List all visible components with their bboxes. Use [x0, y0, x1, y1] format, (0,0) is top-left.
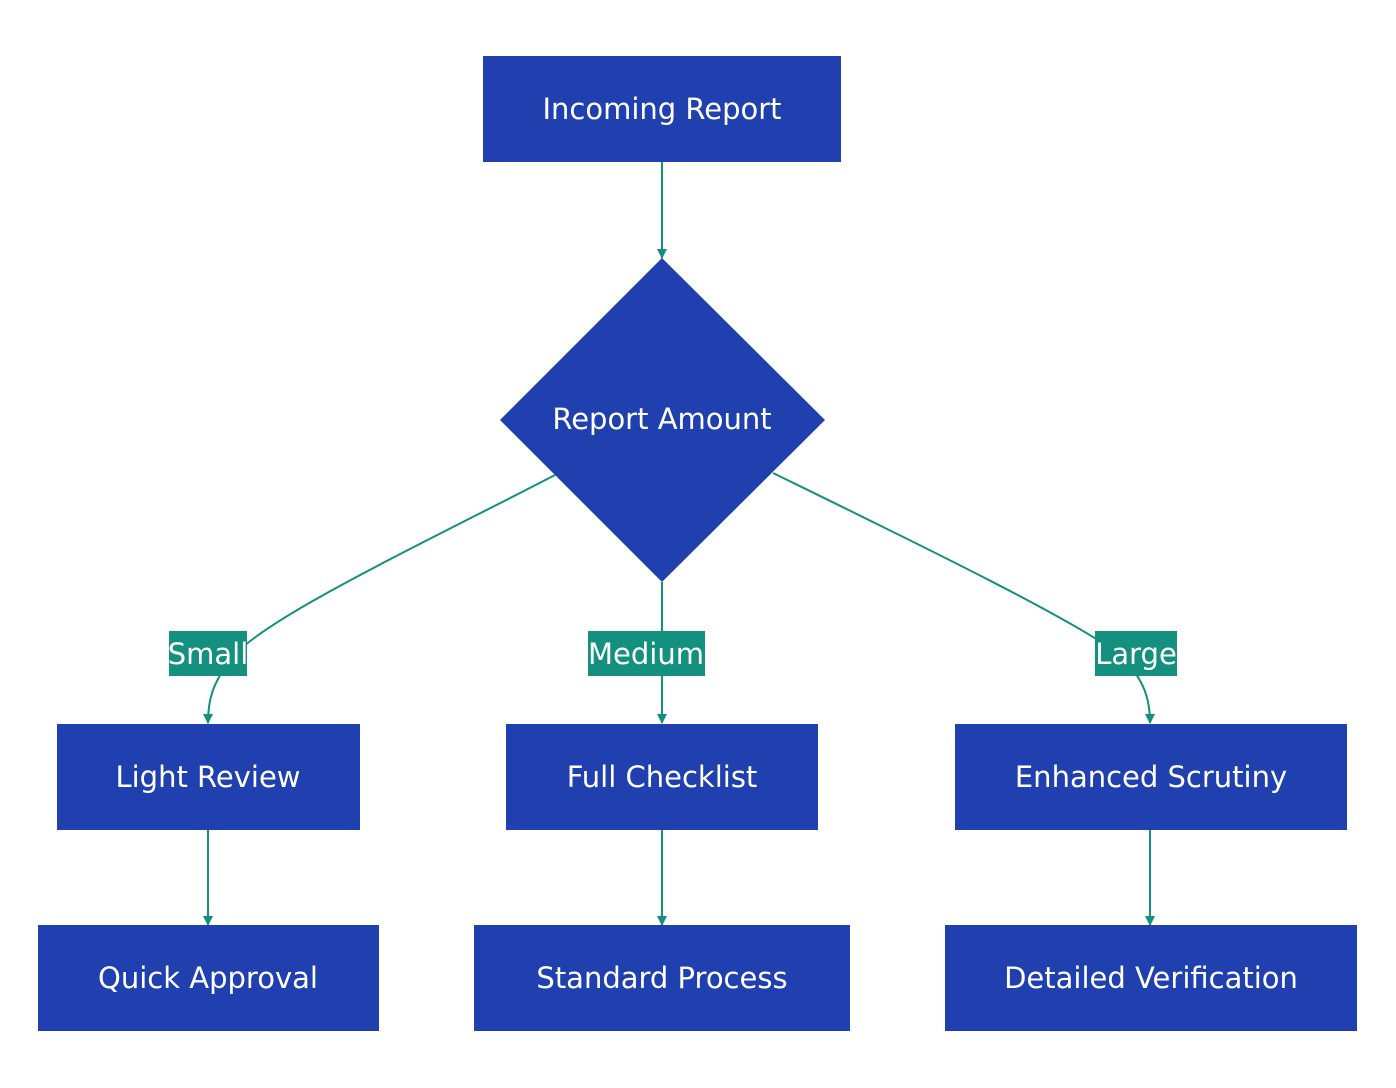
node-report-amount-label: Report Amount: [552, 402, 771, 436]
edge-label-large-text: Large: [1095, 637, 1177, 671]
node-detailed-verification-label: Detailed Verification: [1004, 961, 1298, 995]
node-standard-process: Standard Process: [474, 925, 850, 1031]
node-light-review-box: [57, 724, 360, 830]
edge-label-medium: Medium: [588, 631, 705, 676]
edge-label-large-bg: [1095, 631, 1177, 676]
node-incoming-report: Incoming Report: [483, 56, 841, 162]
node-full-checklist-label: Full Checklist: [567, 760, 758, 794]
node-report-amount: Report Amount: [500, 258, 825, 582]
node-standard-process-label: Standard Process: [536, 961, 787, 995]
node-detailed-verification-box: [945, 925, 1357, 1031]
edge-label-medium-text: Medium: [588, 637, 704, 671]
node-incoming-report-box: [483, 56, 841, 162]
edges: [203, 162, 1155, 926]
node-enhanced-scrutiny-label: Enhanced Scrutiny: [1015, 760, 1287, 794]
edge-label-small-text: Small: [168, 637, 249, 671]
node-full-checklist: Full Checklist: [506, 724, 818, 830]
node-report-amount-diamond: [500, 258, 825, 582]
node-quick-approval-label: Quick Approval: [98, 961, 318, 995]
node-enhanced-scrutiny: Enhanced Scrutiny: [955, 724, 1347, 830]
node-quick-approval: Quick Approval: [38, 925, 379, 1031]
edge-amount-to-enhanced-scrutiny: [772, 472, 1155, 724]
node-light-review-label: Light Review: [115, 760, 300, 794]
node-full-checklist-box: [506, 724, 818, 830]
node-enhanced-scrutiny-box: [955, 724, 1347, 830]
edge-label-small-bg: [169, 631, 247, 676]
node-detailed-verification: Detailed Verification: [945, 925, 1357, 1031]
node-light-review: Light Review: [57, 724, 360, 830]
node-quick-approval-box: [38, 925, 379, 1031]
edge-amount-to-light-review: [203, 474, 556, 724]
node-standard-process-box: [474, 925, 850, 1031]
edge-label-small: Small: [168, 631, 249, 676]
edge-label-large: Large: [1095, 631, 1177, 676]
node-incoming-report-label: Incoming Report: [542, 92, 781, 126]
edge-label-medium-bg: [588, 631, 705, 676]
